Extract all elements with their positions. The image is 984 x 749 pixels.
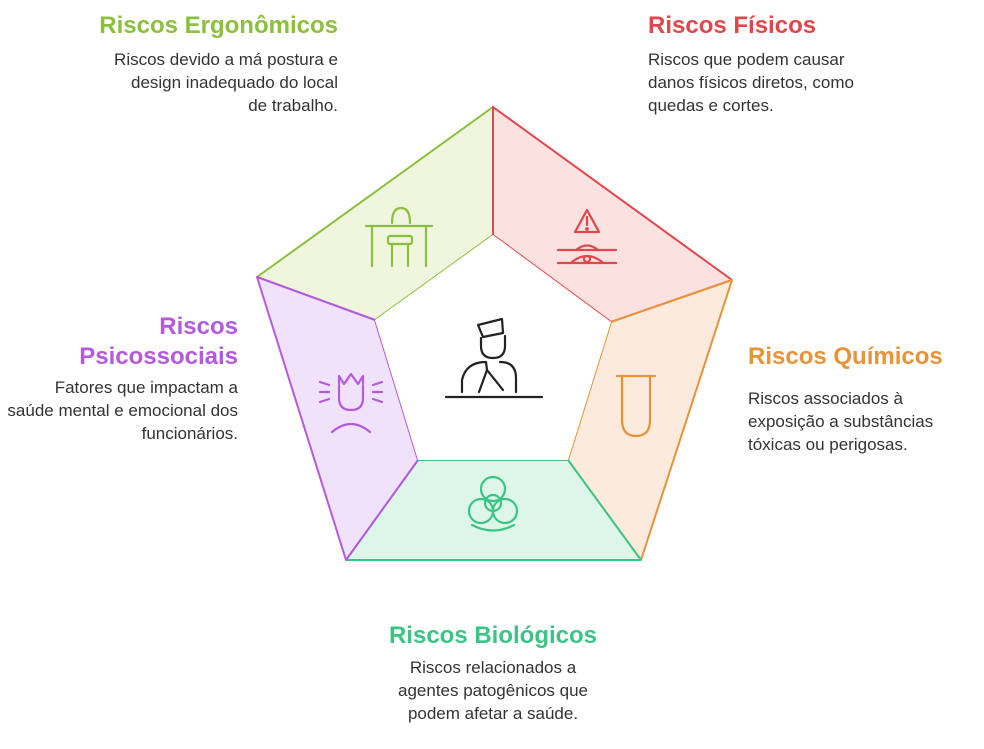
warning-hazard-icon: [556, 208, 618, 265]
desc-fisicos: Riscos que podem causar danos físicos di…: [648, 50, 854, 115]
title-psicossociais: Riscos Psicossociais: [79, 313, 238, 370]
desk-chair-icon: [364, 206, 434, 268]
desc-biologicos: Riscos relacionados a agentes patogênico…: [398, 658, 588, 723]
worker-icon: [444, 317, 544, 399]
label-psicossociais: Riscos Psicossociais Fatores que impacta…: [4, 312, 238, 445]
desc-psicossociais: Fatores que impactam a saúde mental e em…: [7, 378, 238, 443]
label-ergonomicos: Riscos Ergonômicos Riscos devido a má po…: [36, 12, 338, 117]
biohazard-icon: [467, 475, 519, 532]
title-biologicos: Riscos Biológicos: [388, 622, 598, 649]
label-fisicos: Riscos Físicos Riscos que podem causar d…: [648, 12, 908, 117]
desc-ergonomicos: Riscos devido a má postura e design inad…: [114, 50, 338, 115]
label-quimicos: Riscos Químicos Riscos associados à expo…: [748, 343, 978, 456]
title-quimicos: Riscos Químicos: [748, 343, 943, 370]
desc-quimicos: Riscos associados à exposição a substânc…: [748, 389, 934, 454]
test-tube-icon: [615, 374, 657, 438]
title-fisicos: Riscos Físicos: [648, 12, 817, 39]
stressed-person-icon: [318, 372, 384, 434]
center-pentagon: [375, 235, 611, 460]
label-biologicos: Riscos Biológicos Riscos relacionados a …: [343, 622, 643, 725]
title-ergonomicos: Riscos Ergonômicos: [99, 12, 338, 39]
